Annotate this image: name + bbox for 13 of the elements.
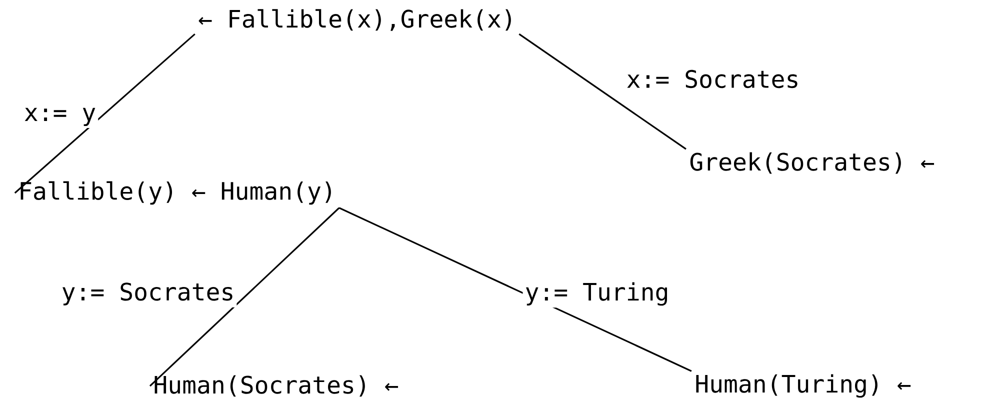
- edge-label: x:= y: [22, 106, 98, 128]
- edge-label: y:= Turing: [522, 280, 672, 308]
- formula-text: Greek(Socrates) ←: [690, 152, 934, 174]
- formula-text: Fallible(y) ← Human(y): [20, 181, 331, 205]
- formula-text: Human(Turing) ←: [696, 374, 911, 398]
- edge-label: x:= Socrates: [624, 68, 802, 90]
- branch-line: [338, 207, 692, 372]
- edge-label: y:= Socrates: [59, 280, 237, 308]
- branch-line: [14, 33, 196, 194]
- branch-line: [149, 207, 340, 387]
- branch-line: [518, 33, 686, 150]
- formula-text: Human(Socrates) ←: [154, 375, 398, 397]
- formula-text: ← Fallible(x),Greek(x): [198, 9, 511, 31]
